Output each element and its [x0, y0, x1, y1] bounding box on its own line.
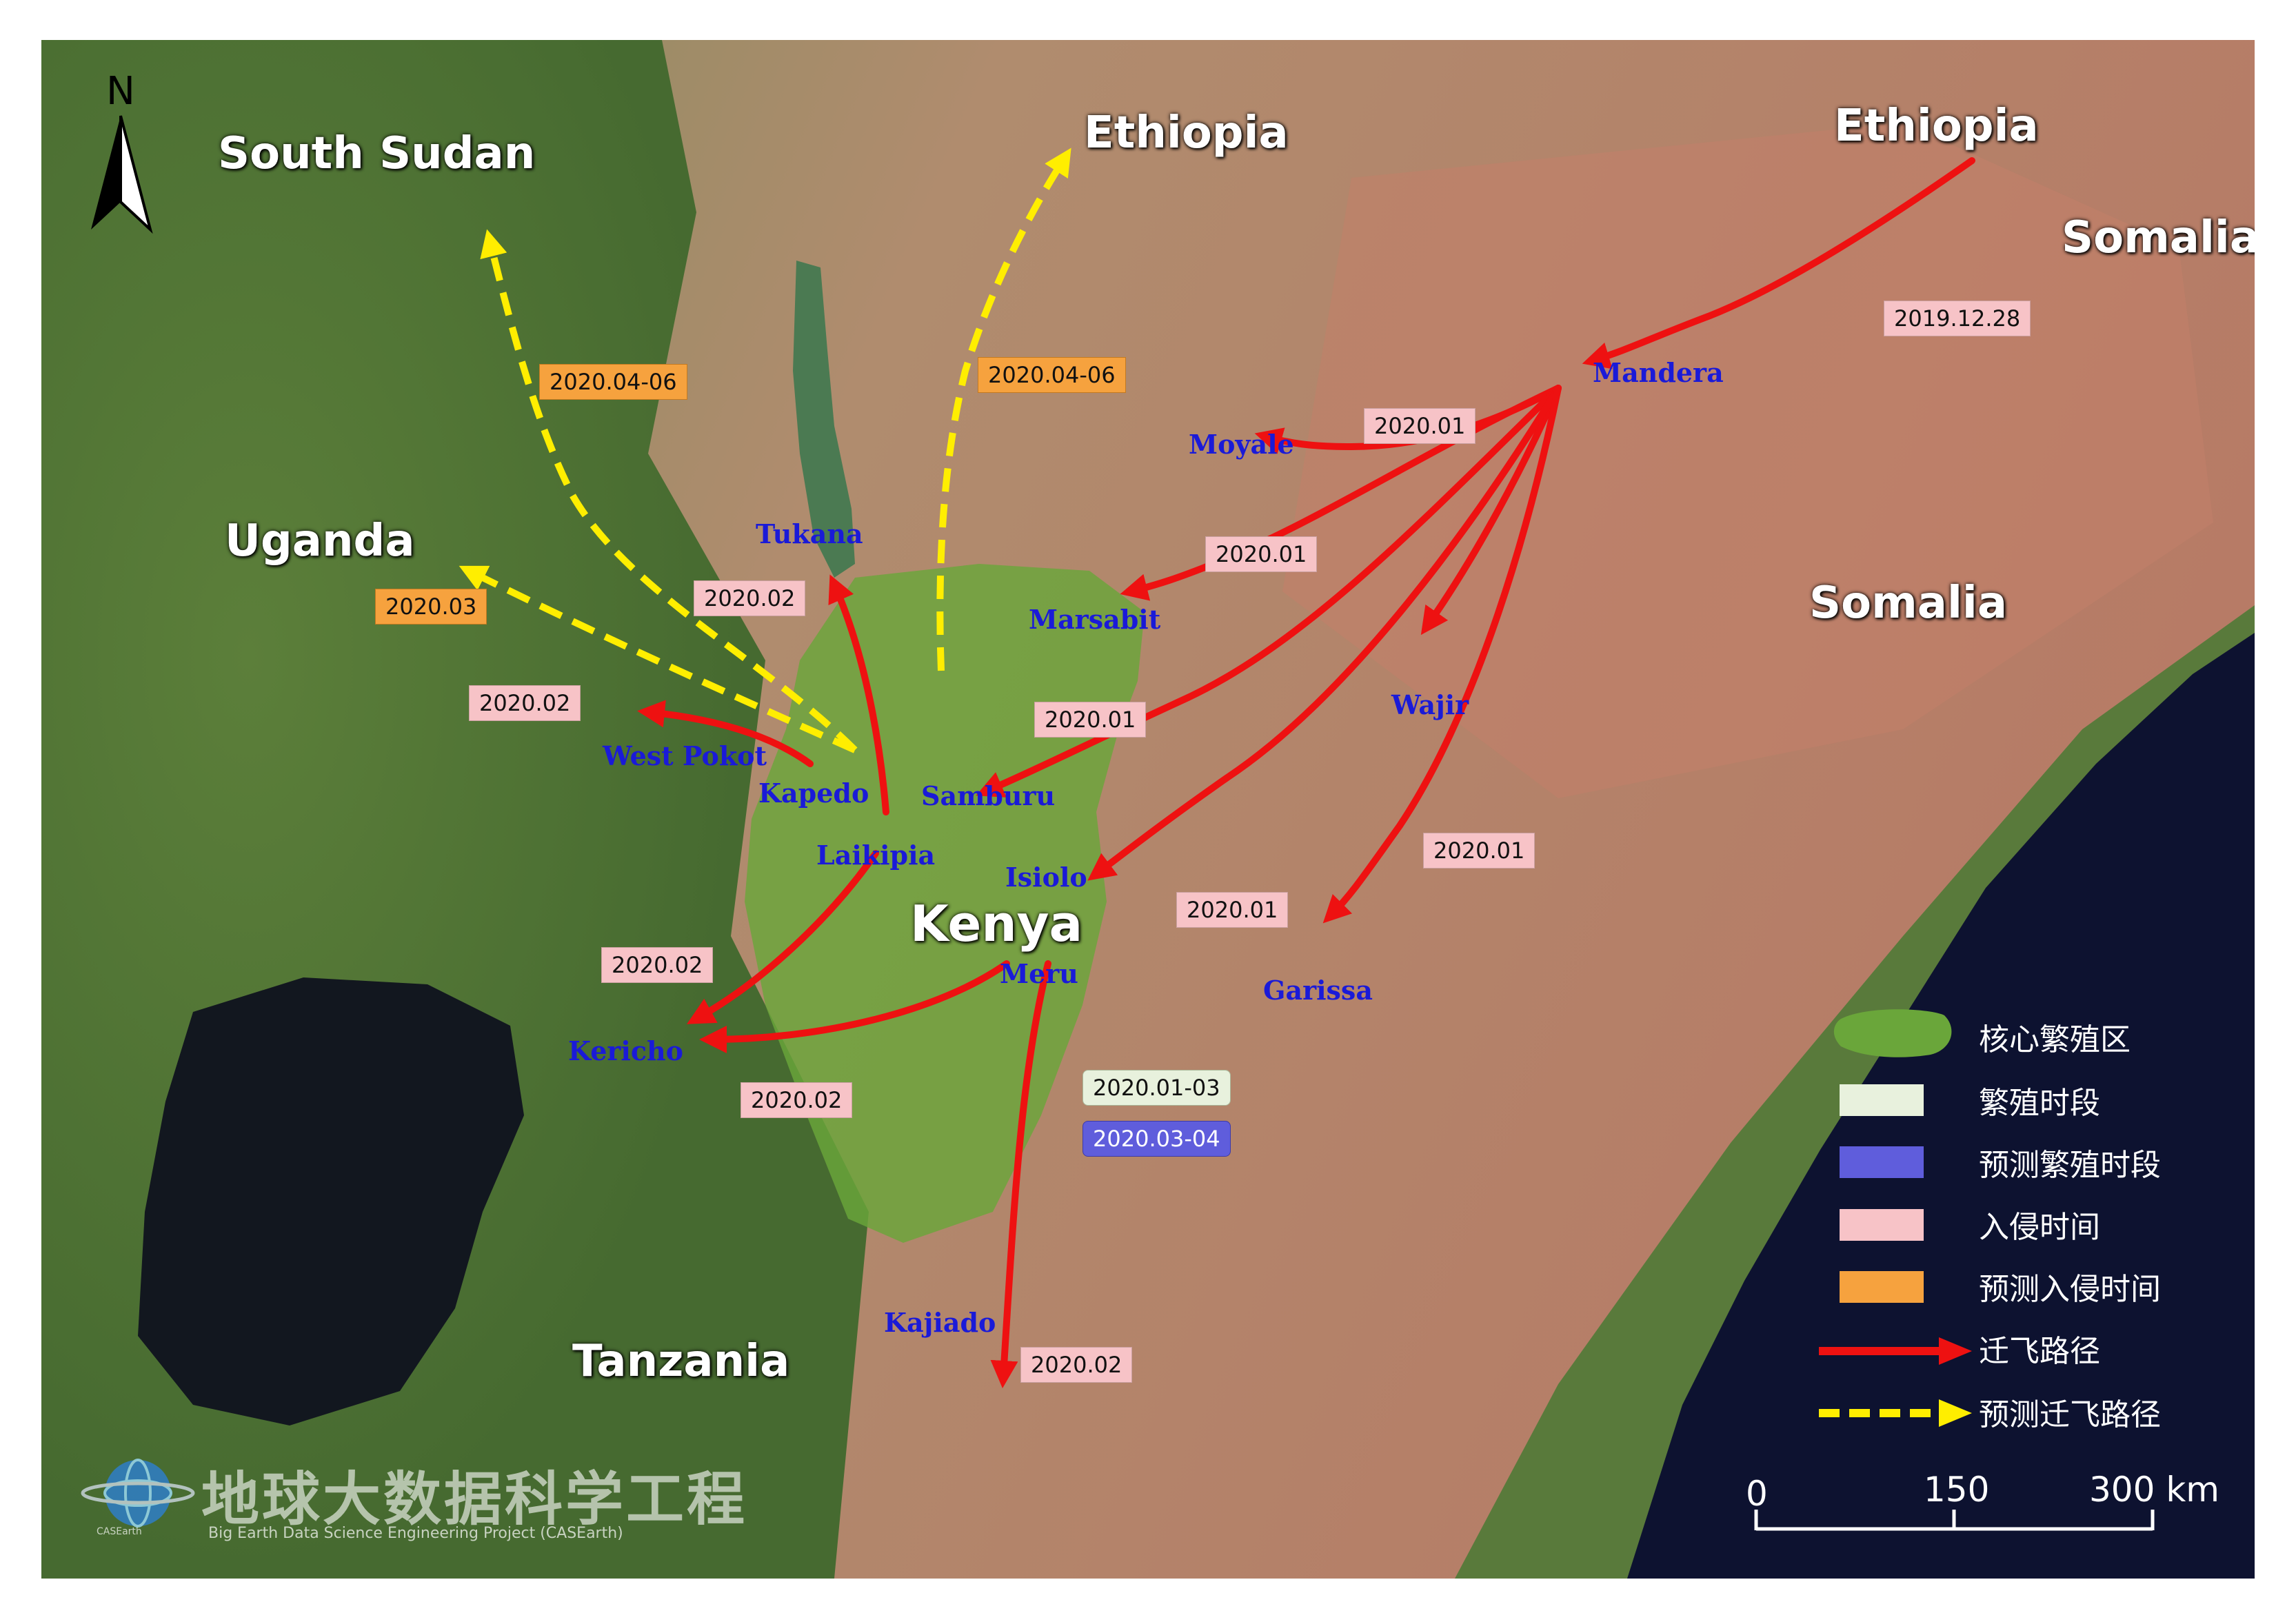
- legend-pred-invasion-time: 预测入侵时间: [1979, 1272, 2161, 1307]
- place-label-wajir: Wajir: [1391, 689, 1469, 720]
- lake-victoria: [138, 977, 524, 1426]
- legend-pred-invasion-swatch: [1840, 1271, 1924, 1303]
- date-label-pred-uganda: 2020.03: [375, 589, 487, 625]
- watermark-title-en: Big Earth Data Science Engineering Proje…: [208, 1525, 623, 1542]
- date-label-marsabit: 2020.01: [1205, 536, 1318, 572]
- reddish-desert: [1282, 123, 2213, 798]
- place-label-marsabit: Marsabit: [1029, 604, 1161, 635]
- route-mandera-laikipia: [976, 385, 1562, 798]
- place-label-tukana: Tukana: [756, 518, 863, 549]
- legend-invasion-swatch: [1840, 1209, 1924, 1241]
- date-label-meru-kericho: 2020.02: [741, 1082, 853, 1118]
- indian-ocean: [1627, 633, 2255, 1579]
- country-label-south-sudan: South Sudan: [218, 128, 536, 179]
- route-mandera-wajir: [1420, 385, 1562, 636]
- date-label-pred-ethiopia: 2020.04-06: [978, 357, 1126, 393]
- lake-turkana: [793, 261, 855, 578]
- place-label-west-pokot: West Pokot: [603, 740, 767, 771]
- date-label-kajiado: 2020.02: [1020, 1347, 1133, 1383]
- casearth-globe-icon: [81, 1459, 195, 1528]
- date-label-moyale: 2020.01: [1364, 408, 1476, 444]
- scale-label-0: 0: [1746, 1474, 1768, 1514]
- north-arrow-icon: [91, 115, 153, 234]
- country-label-kenya: Kenya: [910, 895, 1083, 953]
- legend-pred-breeding-swatch: [1840, 1146, 1924, 1178]
- place-label-isiolo: Isiolo: [1005, 862, 1087, 893]
- place-label-meru: Meru: [1000, 958, 1078, 989]
- place-label-kajiado: Kajiado: [884, 1307, 996, 1338]
- pred-route-uganda: [459, 565, 857, 753]
- date-label-laikipia-kericho: 2020.02: [601, 947, 714, 983]
- place-label-samburu: Samburu: [921, 780, 1056, 811]
- country-label-somalia-mid: Somalia: [1809, 578, 2007, 629]
- country-label-ethiopia-east: Ethiopia: [1834, 101, 2039, 152]
- watermark-badge: CASEarth: [97, 1526, 142, 1537]
- legend-invasion-time: 入侵时间: [1979, 1210, 2100, 1245]
- date-label-laikipia: 2020.01: [1034, 702, 1147, 738]
- pred-route-ethiopia: [936, 148, 1071, 671]
- scale-label-300: 300 km: [2089, 1470, 2219, 1510]
- country-label-somalia-north: Somalia: [2062, 212, 2255, 263]
- route-kapedo-tukana: [828, 574, 889, 815]
- date-label-west-pokot: 2020.02: [469, 685, 581, 721]
- date-label-pred-south-sudan: 2020.04-06: [539, 364, 687, 400]
- legend-route-arrow-icon: [1819, 1337, 1972, 1365]
- place-label-moyale: Moyale: [1189, 429, 1294, 460]
- place-label-laikipia: Laikipia: [816, 840, 936, 871]
- scale-label-150: 150: [1924, 1470, 1990, 1510]
- legend-breeding-period: 繁殖时段: [1979, 1086, 2100, 1121]
- place-label-mandera: Mandera: [1593, 357, 1724, 388]
- country-label-ethiopia-north: Ethiopia: [1084, 108, 1289, 159]
- date-label-tukana: 2020.02: [694, 580, 806, 616]
- watermark-title-cn: 地球大数据科学工程: [201, 1465, 748, 1533]
- route-meru-kajiado: [990, 960, 1051, 1388]
- legend-breeding-swatch: [1840, 1084, 1924, 1116]
- route-somalia-mandera: [1582, 157, 1975, 369]
- date-label-meru: 2020.01: [1176, 892, 1289, 928]
- map-frame[interactable]: South Sudan Ethiopia Ethiopia Somalia So…: [41, 40, 2255, 1579]
- place-label-kapedo: Kapedo: [758, 778, 869, 809]
- legend-symbols: [1819, 1009, 1972, 1427]
- place-label-garissa: Garissa: [1263, 975, 1373, 1006]
- country-label-tanzania: Tanzania: [572, 1336, 790, 1387]
- date-label-somalia-mandera: 2019.12.28: [1884, 301, 2031, 336]
- pred-route-south-sudan: [480, 229, 858, 753]
- date-label-breeding-period: 2020.01-03: [1082, 1070, 1231, 1106]
- route-mandera-meru: [1087, 385, 1562, 881]
- route-kapedo-westpokot: [637, 700, 814, 767]
- date-label-garissa: 2020.01: [1423, 833, 1535, 869]
- legend-pred-migration-route: 预测迁飞路径: [1979, 1397, 2161, 1432]
- scale-bar: [1754, 1510, 2155, 1531]
- route-meru-kericho: [699, 960, 1010, 1053]
- migration-routes: [637, 157, 1975, 1388]
- legend-pred-breeding-period: 预测繁殖时段: [1979, 1148, 2161, 1183]
- legend-migration-route: 迁飞路径: [1979, 1334, 2100, 1369]
- north-arrow-label: N: [106, 69, 135, 114]
- date-label-pred-breeding-period: 2020.03-04: [1082, 1121, 1231, 1157]
- route-mandera-garissa: [1322, 385, 1562, 924]
- legend-core-area-swatch: [1833, 1009, 1952, 1057]
- predicted-routes: [459, 148, 1071, 753]
- legend-pred-route-arrow-icon: [1819, 1399, 1972, 1427]
- legend-core-breeding-area: 核心繁殖区: [1979, 1022, 2131, 1057]
- country-label-uganda: Uganda: [225, 516, 415, 567]
- satellite-map[interactable]: [41, 40, 2255, 1579]
- route-laikipia-kericho: [687, 850, 879, 1024]
- place-label-kericho: Kericho: [568, 1035, 683, 1066]
